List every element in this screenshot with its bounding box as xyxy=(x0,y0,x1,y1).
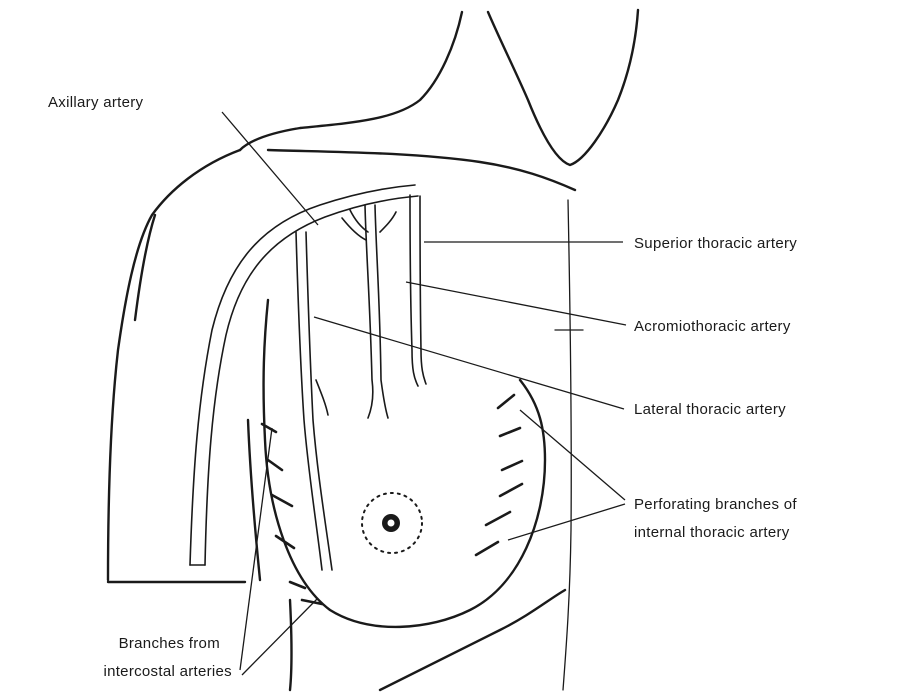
label-superior-thoracic-artery: Superior thoracic artery xyxy=(634,235,797,252)
label-axillary-artery: Axillary artery xyxy=(48,94,144,111)
label-acromiothoracic-artery: Acromiothoracic artery xyxy=(634,318,791,335)
neck-outline xyxy=(240,10,638,165)
intercostal-branches xyxy=(262,424,322,604)
label-perforating-branches-line1: Perforating branches of xyxy=(634,496,797,513)
axillary-artery xyxy=(190,185,418,565)
superior-thoracic-artery xyxy=(410,195,426,386)
label-intercostal-branches-line1: Branches from xyxy=(119,635,220,652)
perforating-branches xyxy=(476,395,522,555)
breast-outline xyxy=(264,300,565,690)
label-perforating-branches-line2: internal thoracic artery xyxy=(634,524,790,541)
nipple-areola xyxy=(362,493,422,553)
lateral-thoracic-artery xyxy=(296,232,332,570)
label-lateral-thoracic-artery: Lateral thoracic artery xyxy=(634,401,786,418)
sternal-midline xyxy=(555,200,583,690)
shoulder-arm-outline xyxy=(108,150,575,582)
acromiothoracic-artery xyxy=(342,205,396,418)
label-intercostal-branches-line2: intercostal arteries xyxy=(103,663,232,680)
